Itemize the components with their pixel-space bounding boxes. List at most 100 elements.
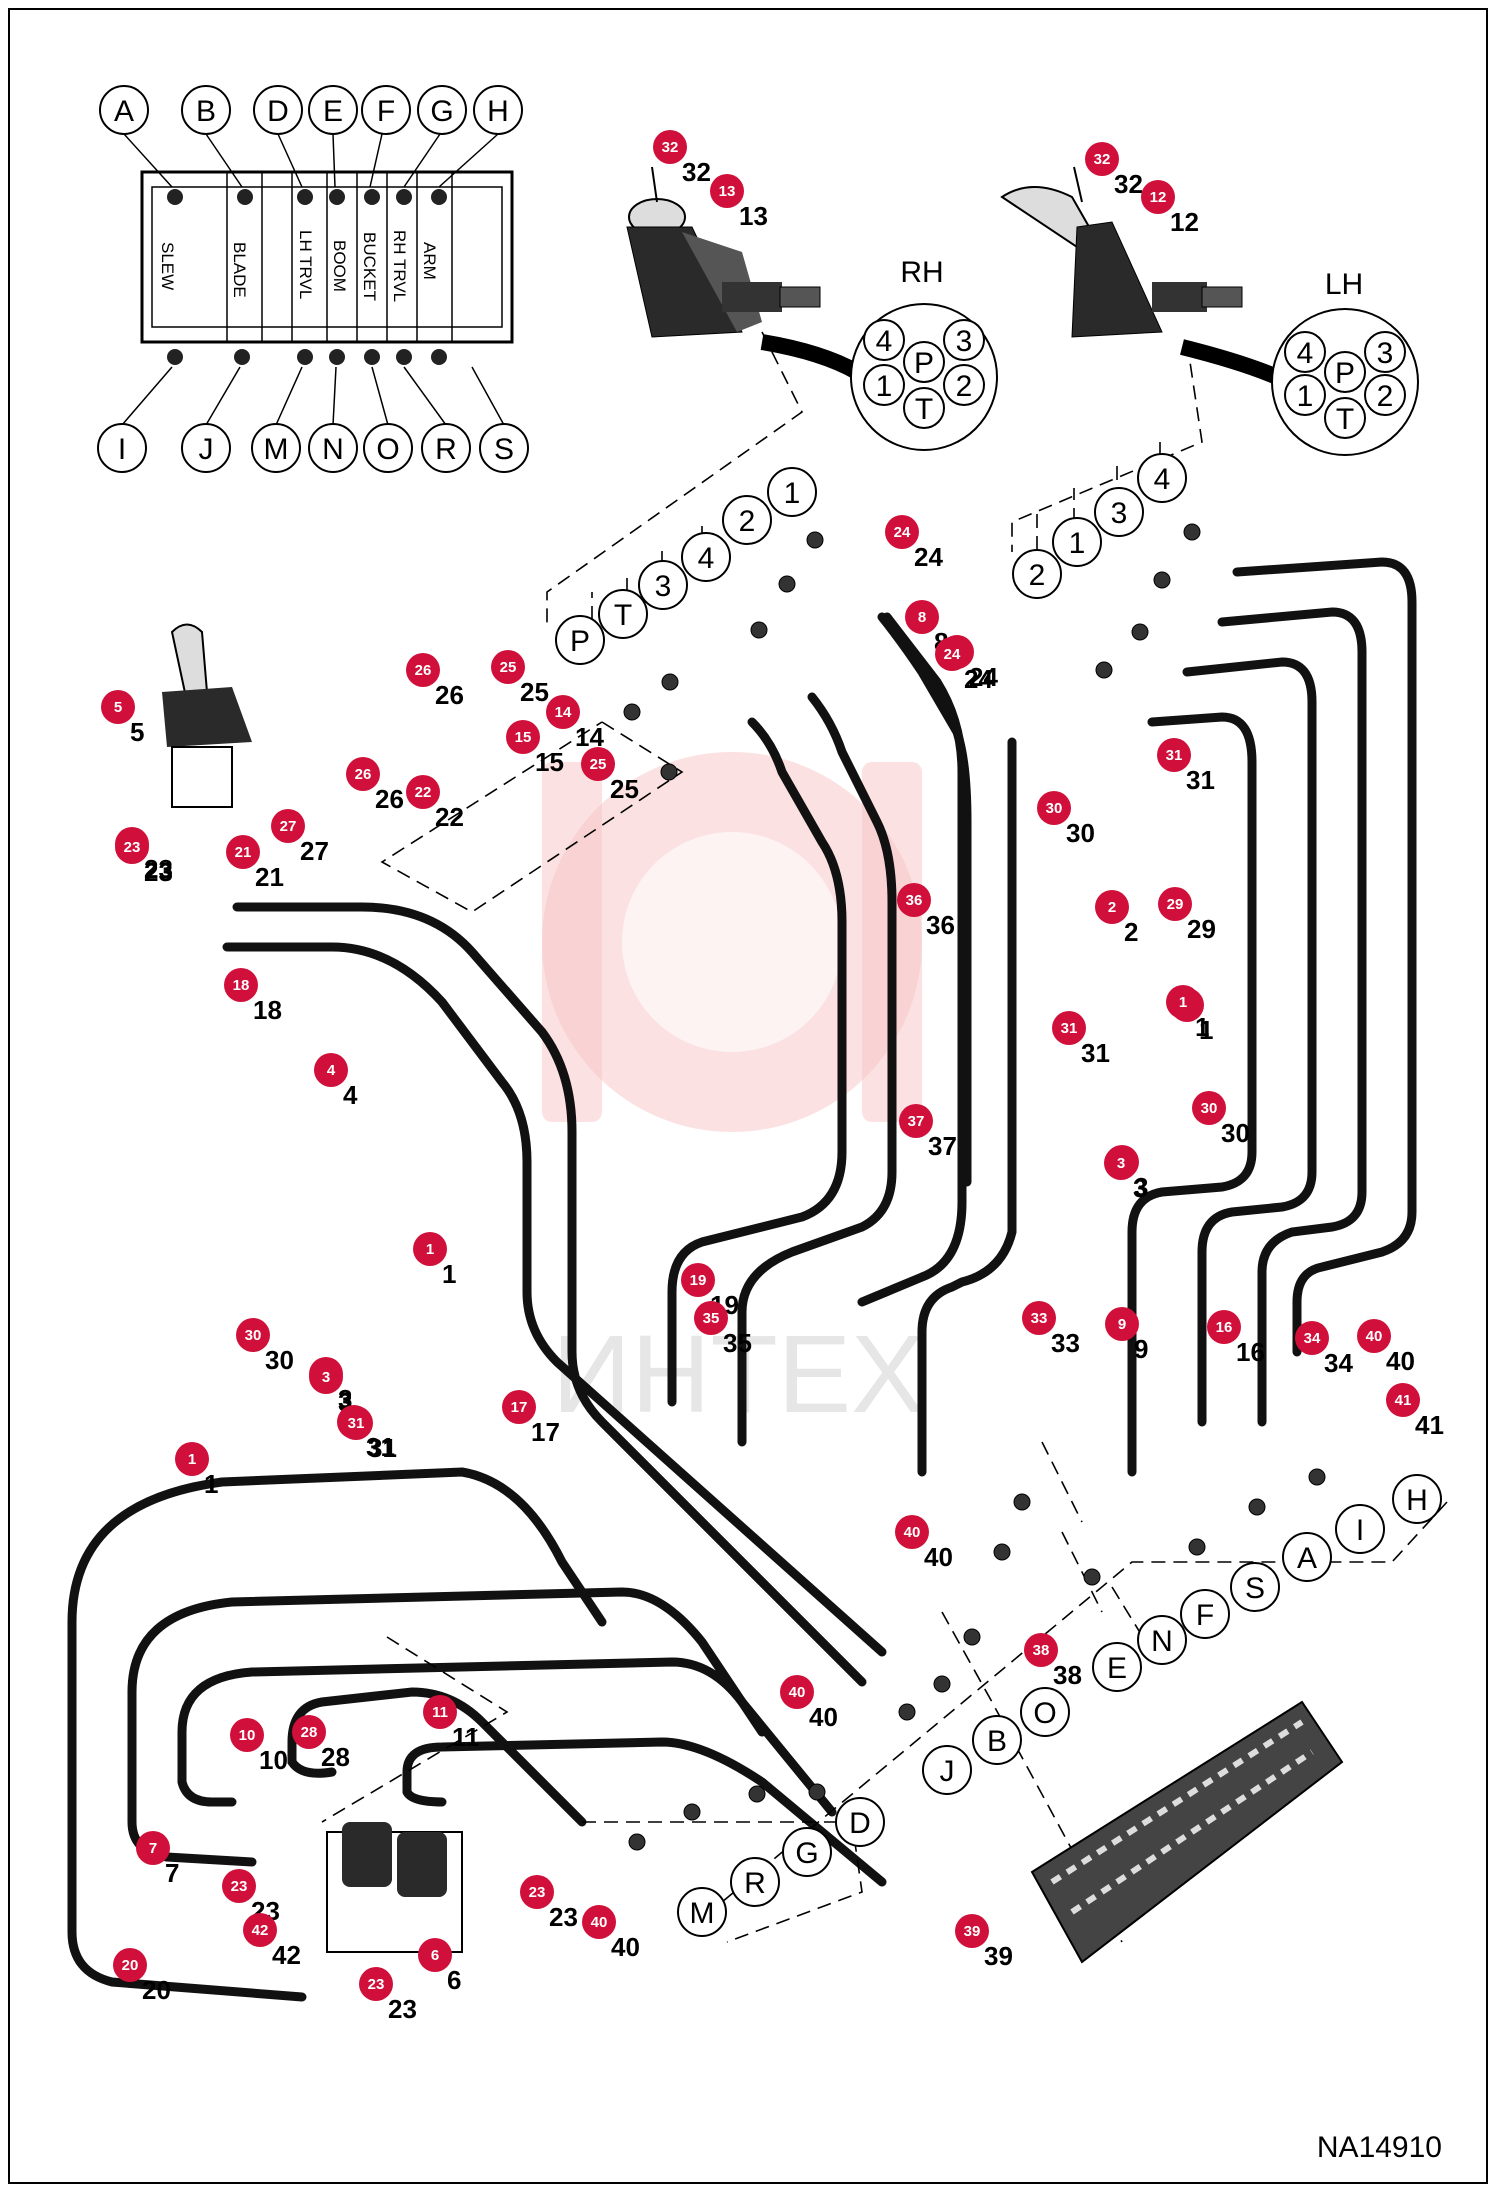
svg-text:40: 40	[789, 1684, 806, 1701]
svg-text:14: 14	[555, 704, 572, 721]
svg-text:R: R	[744, 1867, 766, 1900]
svg-text:23: 23	[231, 1878, 248, 1895]
callout-badges: 1112334567891011121314151617181920212223…	[101, 130, 1420, 2001]
svg-text:1: 1	[1179, 994, 1187, 1011]
part-number-39: 39	[984, 1941, 1013, 1971]
callout-badge-30: 30	[236, 1318, 270, 1352]
lh-port-chain: 2 1 3 4	[1012, 453, 1187, 599]
rh-pin-1: 1	[863, 364, 905, 406]
callout-badge-40: 40	[582, 1905, 616, 1939]
svg-text:J: J	[940, 1755, 955, 1788]
part-number-3: 3	[1134, 1172, 1148, 1202]
lower-port-M: M	[677, 1887, 727, 1937]
callout-badge-28: 28	[292, 1715, 326, 1749]
port-label-E: E	[323, 95, 343, 128]
svg-text:24: 24	[944, 646, 961, 663]
pedal-valve	[326, 1822, 463, 1953]
svg-text:I: I	[1356, 1514, 1364, 1547]
port-label-A: A	[114, 95, 134, 128]
callout-badge-34: 34	[1295, 1321, 1329, 1355]
svg-text:P: P	[1335, 357, 1355, 390]
port-D: D	[253, 85, 303, 135]
callout-badge-23: 23	[115, 830, 149, 864]
part-number-40: 40	[809, 1702, 838, 1732]
svg-text:12: 12	[1150, 189, 1167, 206]
svg-text:E: E	[1107, 1652, 1127, 1685]
svg-text:39: 39	[964, 1923, 981, 1940]
svg-text:11: 11	[432, 1704, 448, 1721]
part-number-37: 37	[928, 1131, 957, 1161]
svg-text:23: 23	[124, 839, 141, 856]
callout-badge-20: 20	[113, 1948, 147, 1982]
part-number-30: 30	[1221, 1118, 1250, 1148]
svg-text:19: 19	[690, 1272, 707, 1289]
lower-letter-row-right: E N F S A I H	[1092, 1474, 1442, 1692]
part-number-2: 2	[1124, 917, 1138, 947]
svg-text:1: 1	[1297, 380, 1314, 413]
svg-text:1: 1	[784, 477, 801, 510]
control-valve-assembly	[1030, 1700, 1344, 1964]
port-S: S	[479, 423, 529, 473]
svg-text:4: 4	[1297, 337, 1314, 370]
callout-badge-16: 16	[1207, 1310, 1241, 1344]
lower-port-R: R	[730, 1857, 780, 1907]
diagram-code: NA14910	[1317, 2131, 1442, 2164]
part-number-42: 42	[272, 1940, 301, 1970]
svg-text:1: 1	[426, 1241, 434, 1258]
part-number-1: 1	[1195, 1012, 1209, 1042]
callout-badge-26: 26	[406, 653, 440, 687]
part-number-16: 16	[1236, 1337, 1265, 1367]
lh-pin-3: 3	[1364, 331, 1406, 373]
part-number-24: 24	[969, 662, 998, 692]
svg-text:3: 3	[1117, 1155, 1125, 1172]
part-number-21: 21	[255, 862, 284, 892]
svg-text:28: 28	[301, 1724, 318, 1741]
svg-text:2: 2	[739, 505, 756, 538]
callout-badge-3: 3	[309, 1360, 343, 1394]
port-N: N	[308, 423, 358, 473]
callout-badge-41: 41	[1386, 1383, 1420, 1417]
rh-port-chain: P T 3 4 2 1	[555, 467, 817, 665]
lh-port-4: 4	[1137, 453, 1187, 503]
svg-text:26: 26	[415, 662, 432, 679]
callout-badge-24: 24	[885, 515, 919, 549]
section-label-blade: BLADE	[230, 242, 249, 298]
valve-bottom-ports: I J M N O R S	[97, 366, 529, 473]
svg-text:34: 34	[1304, 1330, 1321, 1347]
callout-badge-1: 1	[413, 1232, 447, 1266]
callout-badge-31: 31	[1052, 1011, 1086, 1045]
lower-port-I: I	[1335, 1504, 1385, 1554]
part-number-26: 26	[435, 680, 464, 710]
svg-text:31: 31	[1166, 747, 1183, 764]
part-number-3: 3	[1133, 1173, 1147, 1203]
part-number-41: 41	[1415, 1410, 1444, 1440]
callout-badge-30: 30	[1192, 1091, 1226, 1125]
callout-badge-13: 13	[710, 174, 744, 208]
lower-port-F: F	[1180, 1589, 1230, 1639]
rh-joystick	[626, 166, 861, 379]
svg-text:1: 1	[876, 370, 893, 403]
part-number-10: 10	[259, 1745, 288, 1775]
section-label-bucket: BUCKET	[360, 232, 379, 301]
part-number-23: 23	[549, 1902, 578, 1932]
part-number-14: 14	[575, 722, 604, 752]
port-B: B	[181, 85, 231, 135]
svg-text:2: 2	[1029, 559, 1046, 592]
part-number-26: 26	[375, 784, 404, 814]
valve-top-ports: A B D E F G H	[99, 85, 523, 188]
lh-joystick	[1000, 166, 1281, 385]
svg-text:40: 40	[1366, 1328, 1383, 1345]
lh-pin-2: 2	[1364, 374, 1406, 416]
part-number-32: 32	[1114, 169, 1143, 199]
section-label-lh-trvl: LH TRVL	[296, 230, 315, 299]
svg-text:40: 40	[904, 1524, 921, 1541]
part-number-34: 34	[1324, 1348, 1353, 1378]
svg-text:S: S	[1245, 1572, 1265, 1605]
lower-port-A: A	[1282, 1532, 1332, 1582]
callout-badge-37: 37	[899, 1104, 933, 1138]
callout-badge-6: 6	[418, 1938, 452, 1972]
svg-text:13: 13	[719, 183, 736, 200]
callout-badge-1: 1	[1166, 985, 1200, 1019]
callout-badge-10: 10	[230, 1718, 264, 1752]
rh-port-4: 4	[681, 532, 731, 582]
